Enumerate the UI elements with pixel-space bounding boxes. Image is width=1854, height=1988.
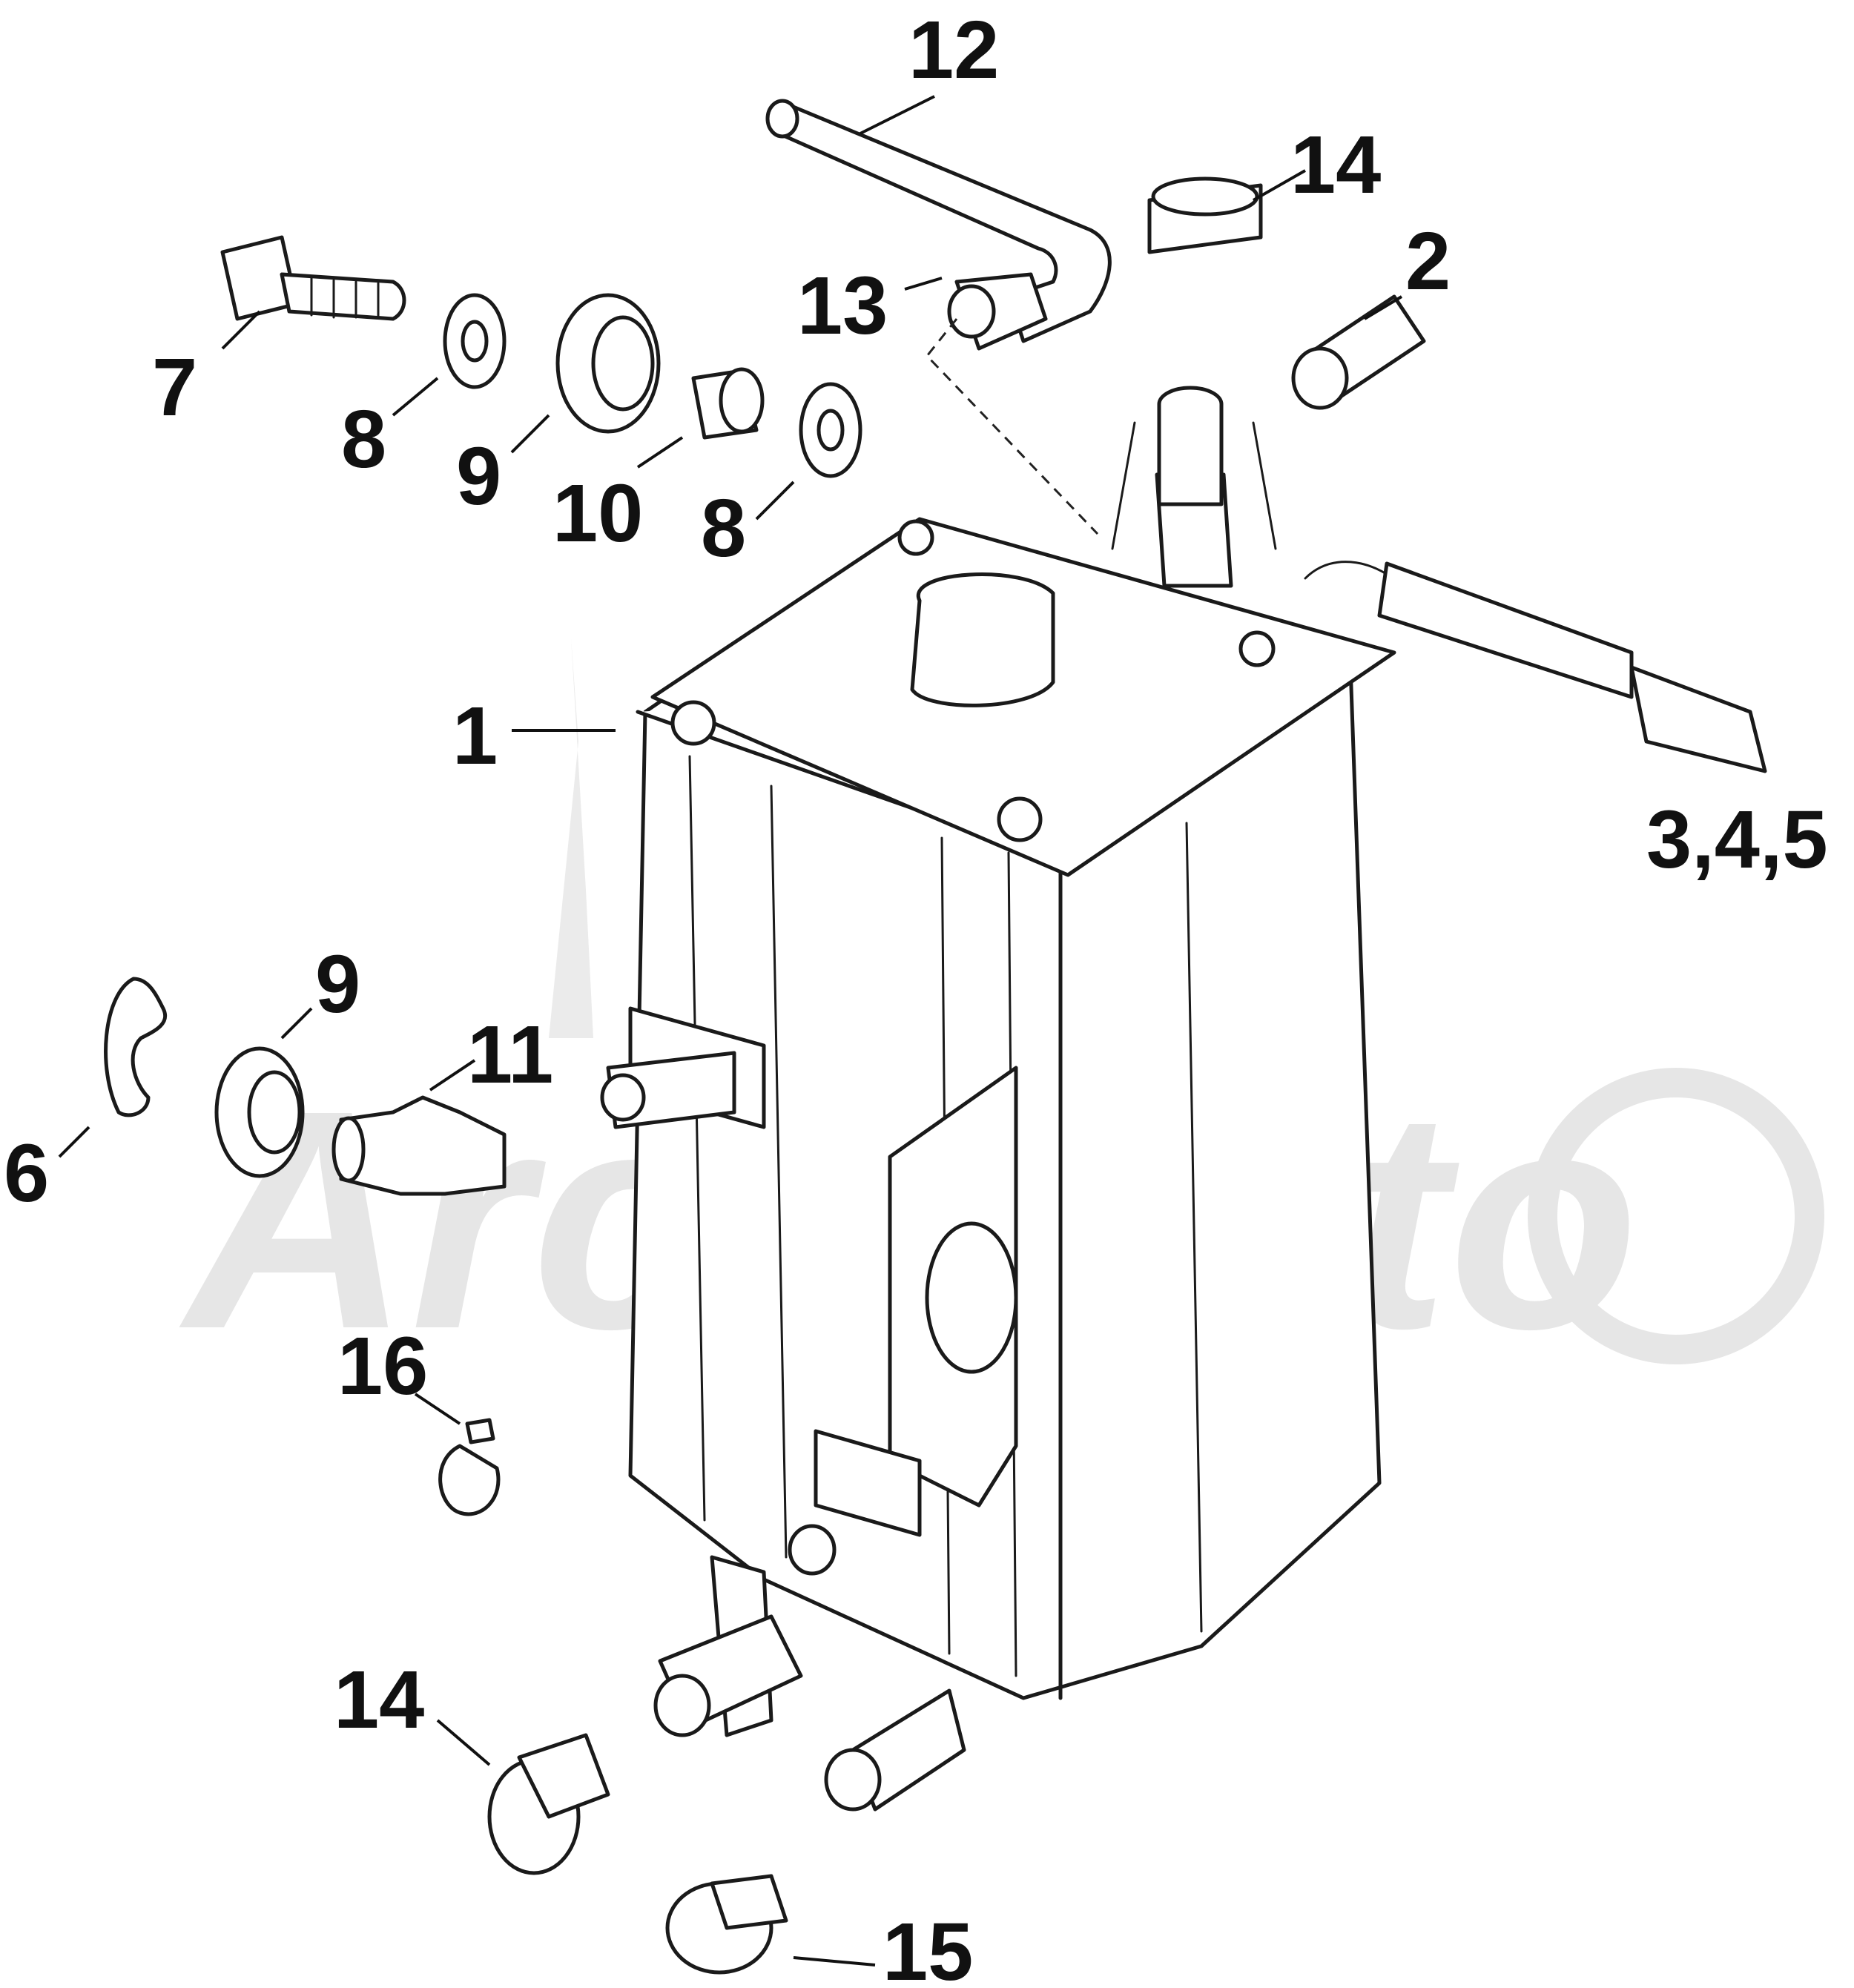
part-12-hose (765, 99, 1112, 343)
part-2-cap (1291, 294, 1426, 410)
callout-9a: 9 (456, 431, 501, 522)
callout-12: 12 (908, 4, 999, 96)
callout-7: 7 (152, 342, 197, 433)
watermark-tower-icon (549, 638, 593, 1038)
callout-1: 1 (452, 690, 498, 782)
watermark-wheel-icon (1528, 1068, 1824, 1364)
callout-9b: 9 (315, 939, 360, 1030)
callout-15: 15 (883, 1906, 973, 1988)
part-11-fitting (331, 1095, 507, 1196)
part-8-washer-a (443, 293, 507, 389)
part-10-spacer (691, 367, 765, 440)
part-15-clamp (665, 1874, 788, 1975)
callout-8b: 8 (701, 483, 746, 574)
dashed-leader (926, 318, 1099, 535)
callout-6: 6 (4, 1128, 49, 1219)
callout-10: 10 (552, 468, 643, 559)
callout-3-4-5: 3,4,5 (1646, 794, 1828, 885)
part-8-washer-b (799, 382, 862, 478)
part-7-bolt (220, 235, 406, 321)
callouts: 1 2 3,4,5 6 7 8 9 10 8 9 11 12 13 14 16 … (4, 4, 1828, 1988)
callout-11: 11 (467, 1009, 553, 1100)
part-6-clip (104, 977, 168, 1117)
part-14-clamp-top (1147, 176, 1263, 254)
part-9-grommet-b (214, 1046, 305, 1178)
part-16-hose-clip (438, 1418, 501, 1516)
callout-8a: 8 (341, 394, 386, 485)
fuel-canister (600, 386, 1767, 1812)
callout-14b: 14 (334, 1654, 424, 1746)
callout-2: 2 (1405, 216, 1451, 307)
callout-16: 16 (337, 1321, 428, 1412)
callout-14a: 14 (1290, 119, 1381, 211)
part-13-connector (947, 272, 1048, 351)
callout-13: 13 (797, 260, 888, 351)
part-9-grommet-a (555, 293, 661, 434)
leader-lines (58, 95, 1403, 1966)
part-14-clamp-bottom (487, 1733, 610, 1875)
